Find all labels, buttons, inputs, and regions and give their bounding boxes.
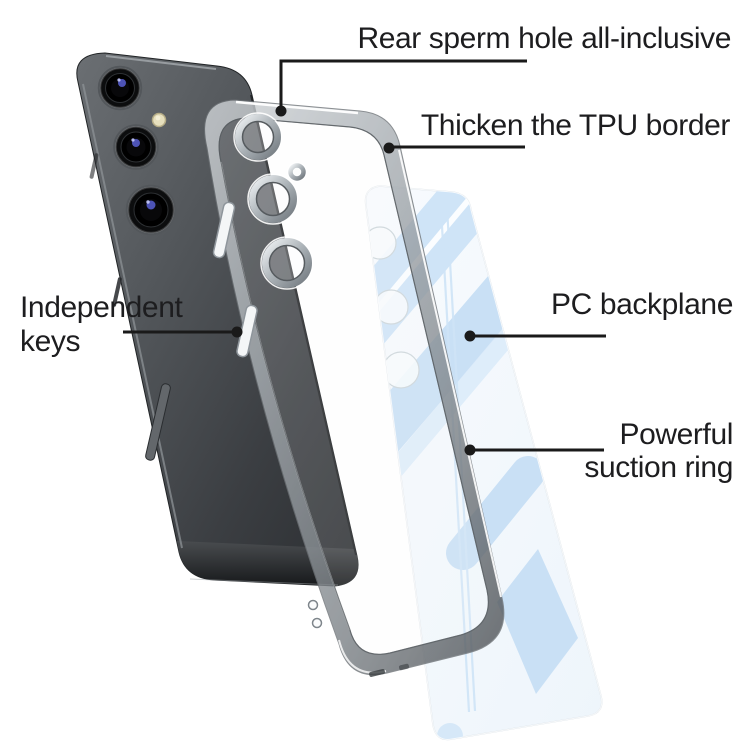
callout-tpu-border-label: Thicken the TPU border bbox=[420, 109, 731, 143]
callout-rear-hole-label: Rear sperm hole all-inclusive bbox=[357, 22, 731, 56]
callout-text: suction ring bbox=[584, 451, 733, 484]
case-button-power bbox=[212, 201, 236, 259]
phone-flash bbox=[151, 112, 167, 128]
phone-camera-lens-1 bbox=[97, 65, 143, 111]
leader-independent-keys bbox=[123, 326, 243, 338]
callout-text: Thicken the TPU border bbox=[420, 109, 731, 142]
leader-pc-backplane bbox=[464, 330, 606, 342]
callout-independent-keys-label: Independent keys bbox=[20, 291, 183, 359]
leader-suction-ring bbox=[464, 444, 604, 456]
callout-text: Powerful bbox=[619, 418, 733, 451]
leader-tpu-border bbox=[383, 142, 525, 154]
case-camera-ring-3 bbox=[260, 236, 314, 290]
phone-camera-lens-2 bbox=[113, 124, 159, 170]
tpu-case-part bbox=[204, 99, 505, 677]
callout-text: keys bbox=[20, 325, 81, 358]
leader-rear-camera-hole bbox=[275, 59, 527, 117]
phone-side-key bbox=[145, 383, 171, 461]
case-camera-ring-2 bbox=[247, 173, 299, 225]
callout-text: Independent bbox=[20, 291, 183, 324]
callout-suction-ring-label: Powerful suction ring bbox=[584, 418, 733, 484]
case-bottom-holes bbox=[307, 599, 323, 629]
callout-pc-backplane-label: PC backplane bbox=[551, 288, 733, 322]
phone-camera-lens-3 bbox=[125, 184, 177, 236]
case-flash-ring bbox=[286, 161, 308, 183]
callout-leaders bbox=[123, 59, 606, 456]
callout-text: PC backplane bbox=[551, 288, 733, 321]
callout-text: Rear sperm hole all-inclusive bbox=[357, 22, 731, 55]
case-camera-ring-1 bbox=[233, 112, 283, 162]
phone-antenna-lines bbox=[89, 153, 122, 307]
